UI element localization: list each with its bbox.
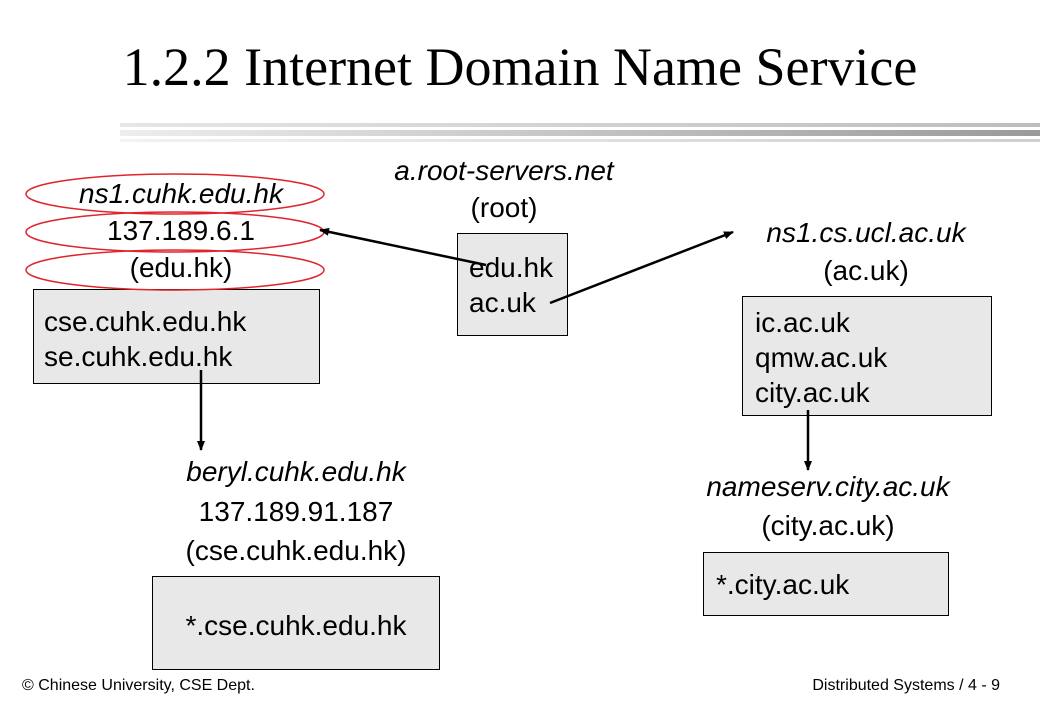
cuhk-ns-host: ns1.cuhk.edu.hk xyxy=(79,178,283,209)
city-entry-wildcard: *.city.ac.uk xyxy=(716,569,850,600)
footer-left: © Chinese University, CSE Dept. xyxy=(22,676,255,696)
city-ns-host: nameserv.city.ac.uk xyxy=(706,471,950,502)
root-server-box: edu.hk ac.uk xyxy=(457,233,568,336)
beryl-entry-wildcard: *.cse.cuhk.edu.hk xyxy=(185,610,407,641)
cuhk-ns-box: cse.cuhk.edu.hk se.cuhk.edu.hk xyxy=(33,289,320,384)
footer-left-text: Chinese University, CSE Dept. xyxy=(38,677,255,694)
root-server-host: a.root-servers.net xyxy=(394,155,614,186)
beryl-ns-ip: 137.189.91.187 xyxy=(198,496,394,527)
ucl-ns-host: ns1.cs.ucl.ac.uk xyxy=(766,217,966,248)
cuhk-ns-ip: 137.189.6.1 xyxy=(107,215,255,246)
ucl-entry-city: city.ac.uk xyxy=(755,377,870,408)
slide-title: 1.2.2 Internet Domain Name Service xyxy=(122,37,918,97)
city-ns-box: *.city.ac.uk xyxy=(703,552,949,616)
footer-right: Distributed Systems / 4 - 9 xyxy=(812,677,1000,694)
root-entry-ac-uk: ac.uk xyxy=(469,287,536,318)
cuhk-ns-zone: (edu.hk) xyxy=(129,252,233,283)
ucl-entry-ic: ic.ac.uk xyxy=(755,307,850,338)
root-server-zone: (root) xyxy=(470,192,538,223)
beryl-ns-zone: (cse.cuhk.edu.hk) xyxy=(185,535,407,566)
beryl-ns-box: *.cse.cuhk.edu.hk xyxy=(152,576,440,670)
city-ns-zone: (city.ac.uk) xyxy=(761,510,895,541)
cuhk-entry-cse: cse.cuhk.edu.hk xyxy=(44,306,247,337)
root-entry-edu-hk: edu.hk xyxy=(469,252,554,283)
copyright-symbol: © xyxy=(22,677,34,694)
beryl-ns-host: beryl.cuhk.edu.hk xyxy=(186,456,406,487)
ucl-ns-box: ic.ac.uk qmw.ac.uk city.ac.uk xyxy=(742,296,992,416)
ucl-entry-qmw: qmw.ac.uk xyxy=(755,342,888,373)
cuhk-entry-se: se.cuhk.edu.hk xyxy=(44,341,233,372)
ucl-ns-zone: (ac.uk) xyxy=(823,255,909,286)
arrow-root-to-ucl xyxy=(549,230,734,305)
